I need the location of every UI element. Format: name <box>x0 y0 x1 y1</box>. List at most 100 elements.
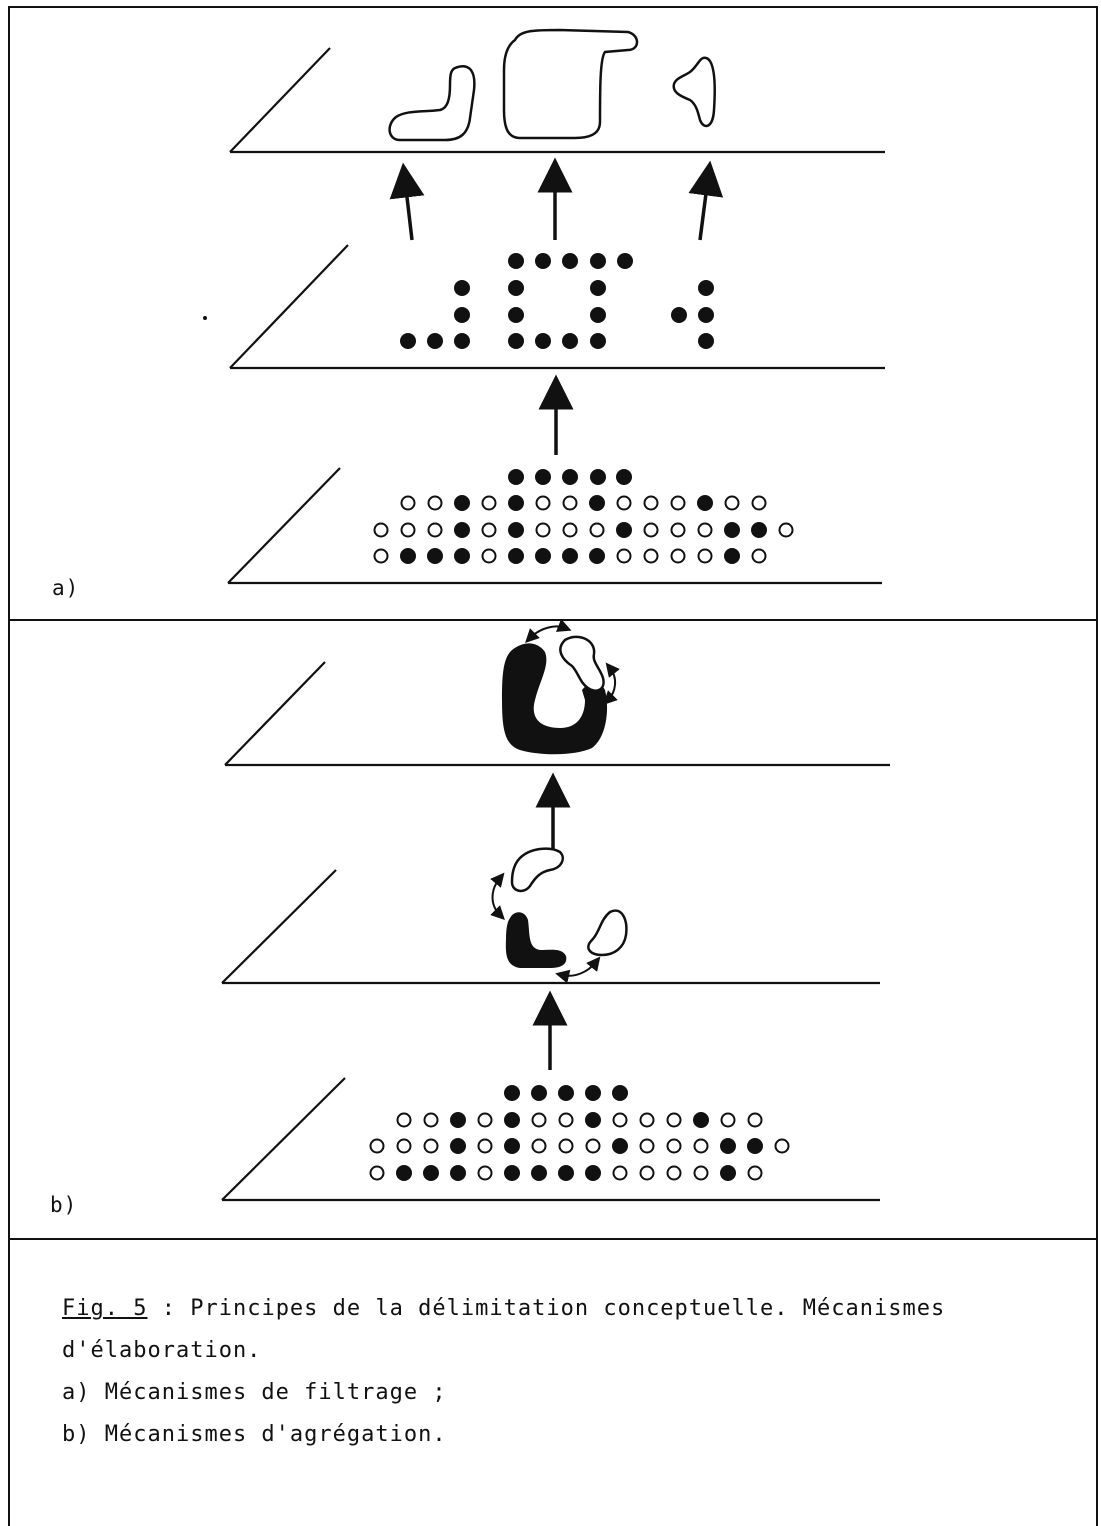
drop-outline <box>672 56 716 128</box>
hollow-dot <box>423 1138 439 1154</box>
filled-dot <box>585 1165 601 1181</box>
hollow-dot <box>531 1112 547 1128</box>
hollow-dot <box>751 495 767 511</box>
filled-dot <box>612 1138 628 1154</box>
hollow-dot <box>369 1138 385 1154</box>
filled-dot <box>454 522 470 538</box>
filled-dot <box>504 1138 520 1154</box>
hollow-dot <box>612 1165 628 1181</box>
panel-divider-2 <box>8 1238 1098 1240</box>
panel-label-b: b) <box>50 1193 78 1217</box>
hollow-dot <box>481 548 497 564</box>
panel-label-a: a) <box>52 576 80 600</box>
filled-dot <box>535 548 551 564</box>
filled-dot <box>423 1165 439 1181</box>
aggregated-shape-b <box>502 635 608 755</box>
hollow-dot <box>693 1165 709 1181</box>
filled-dot <box>720 1138 736 1154</box>
plane-b-middle <box>221 869 880 985</box>
filled-dot <box>693 1112 709 1128</box>
figure-reference: Fig. 5 <box>62 1296 148 1321</box>
hollow-dot <box>396 1138 412 1154</box>
hollow-dot <box>477 1165 493 1181</box>
arrow-up <box>688 160 724 241</box>
hollow-dot <box>400 522 416 538</box>
hollow-dot <box>481 522 497 538</box>
hollow-dot <box>612 1112 628 1128</box>
concept-shapes-a <box>388 28 716 142</box>
filled-dot <box>616 522 632 538</box>
figure-frame <box>8 6 1098 1526</box>
caption-title-cont: d'élaboration. <box>62 1338 262 1363</box>
pieces-b-middle <box>505 847 628 968</box>
dot-grid-b <box>369 1112 790 1181</box>
plane-b-top <box>224 661 890 767</box>
hollow-dot <box>724 495 740 511</box>
hollow-dot <box>481 495 497 511</box>
hollow-dot <box>562 495 578 511</box>
filled-dot <box>508 522 524 538</box>
hollow-dot <box>639 1165 655 1181</box>
filled-u-shape <box>502 643 608 755</box>
filled-dot <box>508 548 524 564</box>
filled-dot <box>504 1112 520 1128</box>
dot-cap-b <box>504 1085 628 1101</box>
plane-a-bottom <box>227 467 882 585</box>
hollow-dot <box>477 1112 493 1128</box>
hollow-dot <box>693 1138 709 1154</box>
hollow-dot <box>535 522 551 538</box>
hollow-dot <box>778 522 794 538</box>
hollow-dot <box>562 522 578 538</box>
filled-dot <box>720 1165 736 1181</box>
hollow-dot <box>369 1165 385 1181</box>
filled-dot <box>562 548 578 564</box>
hollow-dot <box>666 1112 682 1128</box>
figure-caption: Fig. 5 : Principes de la délimitation co… <box>62 1288 1042 1456</box>
hollow-dot <box>616 548 632 564</box>
hollow-dot <box>589 522 605 538</box>
hollow-dot <box>666 1138 682 1154</box>
hollow-dot <box>477 1138 493 1154</box>
filled-dot <box>724 522 740 538</box>
hollow-dot <box>639 1138 655 1154</box>
exchange-arrows-b-middle <box>490 872 601 984</box>
hollow-dot <box>535 495 551 511</box>
hollow-dot <box>616 495 632 511</box>
filled-dot <box>585 1112 601 1128</box>
caption-item-b: b) Mécanismes d'agrégation. <box>62 1422 447 1447</box>
hollow-dot <box>373 522 389 538</box>
hollow-dot <box>670 495 686 511</box>
filled-dot <box>454 495 470 511</box>
hollow-dot <box>558 1138 574 1154</box>
plane-b-bottom <box>221 1077 880 1202</box>
hollow-dot <box>396 1112 412 1128</box>
filled-dot <box>454 548 470 564</box>
hollow-dot <box>427 495 443 511</box>
filtered-dots-a <box>400 253 714 349</box>
caption-title-text: : Principes de la délimitation conceptue… <box>147 1296 946 1321</box>
arrows-a <box>389 157 724 455</box>
filled-l-shape <box>505 912 567 968</box>
hollow-dot <box>558 1112 574 1128</box>
filled-dot <box>589 548 605 564</box>
speck <box>203 316 207 320</box>
filled-dot <box>724 548 740 564</box>
filled-dot <box>450 1112 466 1128</box>
hollow-dot <box>747 1165 763 1181</box>
filled-dot <box>531 1165 547 1181</box>
hollow-dot <box>643 495 659 511</box>
filled-dot <box>396 1165 412 1181</box>
filled-dot <box>504 1165 520 1181</box>
blob-outline <box>510 847 564 893</box>
drop-outline <box>587 909 628 957</box>
plane-a-middle <box>229 244 885 370</box>
hollow-dot <box>531 1138 547 1154</box>
arrow-up <box>389 162 425 241</box>
hollow-dot <box>373 548 389 564</box>
hollow-dot <box>643 548 659 564</box>
hollow-dot <box>697 548 713 564</box>
hollow-dot <box>585 1138 601 1154</box>
filled-dot <box>747 1138 763 1154</box>
dot-grid-a <box>373 495 794 564</box>
